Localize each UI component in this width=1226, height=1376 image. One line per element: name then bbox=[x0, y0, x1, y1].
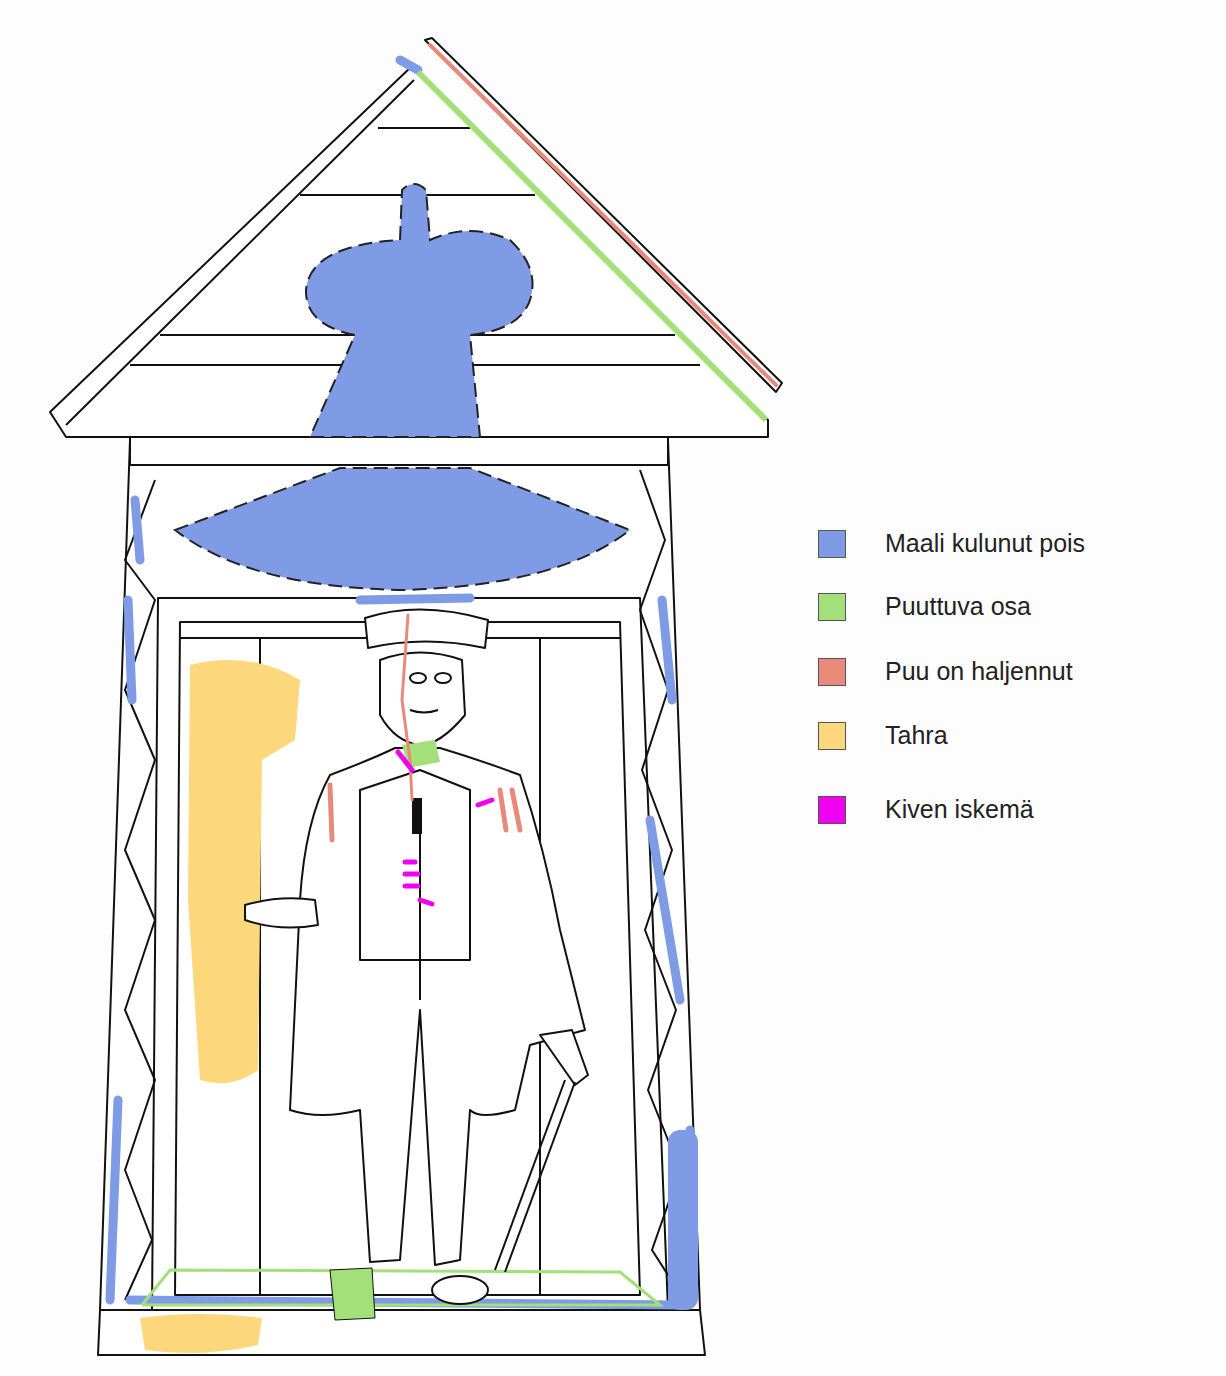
walking-stick bbox=[495, 1080, 565, 1270]
legend-text: Puuttuva osa bbox=[885, 592, 1031, 621]
inner-frame bbox=[152, 598, 668, 1310]
legend-text: Maali kulunut pois bbox=[885, 529, 1085, 558]
wood-crack bbox=[430, 45, 776, 385]
figure-vest bbox=[360, 770, 470, 960]
base-plinth bbox=[98, 1310, 705, 1355]
roof-gable bbox=[50, 66, 768, 437]
roof-board bbox=[425, 38, 782, 392]
figure-mouth bbox=[410, 710, 438, 713]
legend-swatch bbox=[818, 796, 846, 824]
figure-eye bbox=[435, 673, 451, 683]
worn-paint bbox=[110, 60, 692, 1305]
figure-face bbox=[380, 653, 465, 746]
worn-crown bbox=[306, 184, 533, 437]
worn-fan bbox=[175, 468, 630, 590]
statue-body bbox=[100, 440, 700, 1310]
missing-foot bbox=[330, 1268, 375, 1320]
figure-coat bbox=[290, 748, 585, 1265]
legend-text: Kiven iskemä bbox=[885, 795, 1034, 824]
coat-line bbox=[419, 810, 421, 1000]
legend-swatch bbox=[818, 530, 846, 558]
figure-hat bbox=[365, 609, 488, 648]
figure-hand bbox=[540, 1030, 588, 1085]
missing-edge bbox=[142, 1270, 660, 1305]
legend-swatch bbox=[818, 722, 846, 750]
figure-tie bbox=[412, 798, 422, 834]
legend-swatch bbox=[818, 658, 846, 686]
legend-text: Puu on haljennut bbox=[885, 657, 1073, 686]
stain-area bbox=[140, 1314, 262, 1353]
figure-hand bbox=[245, 898, 318, 927]
wood-crack bbox=[330, 785, 520, 840]
stone-hit bbox=[398, 752, 492, 904]
wood-crack bbox=[402, 615, 412, 800]
stain-area bbox=[188, 660, 300, 1083]
top-band bbox=[130, 437, 668, 465]
legend-text: Tahra bbox=[885, 721, 948, 750]
legend-swatch bbox=[818, 593, 846, 621]
niche bbox=[175, 622, 640, 1295]
missing-edge bbox=[418, 72, 766, 420]
worn-paint bbox=[668, 1130, 698, 1310]
figure-shoe bbox=[432, 1276, 488, 1304]
gable-board bbox=[378, 127, 470, 129]
walking-stick bbox=[505, 1082, 575, 1272]
figure-eye bbox=[410, 673, 426, 683]
